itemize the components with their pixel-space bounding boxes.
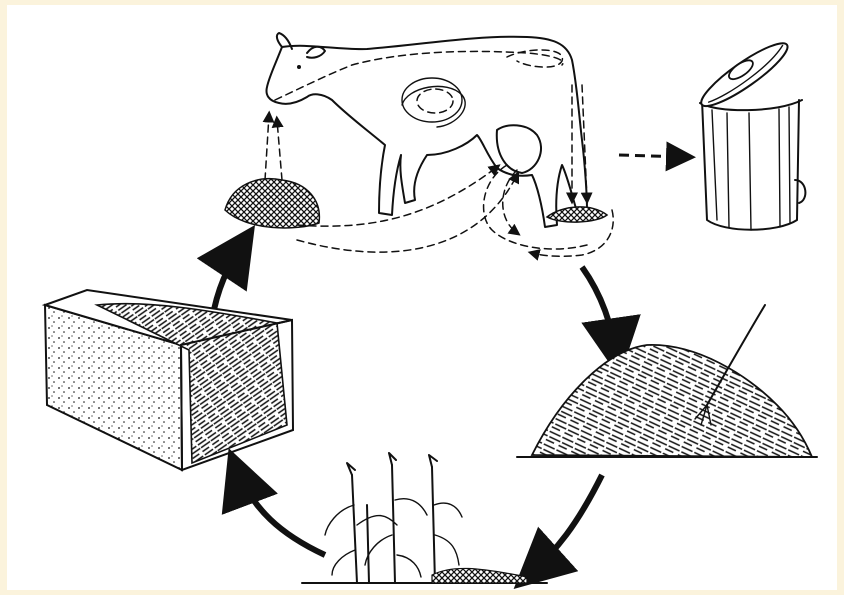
arrow-crop-to-silage [235, 465, 325, 555]
nutrient-cycle-diagram [7, 5, 837, 590]
arrow-silage-to-feed [212, 240, 245, 320]
corn-plant-icon [302, 453, 547, 583]
silage-bunker-icon [45, 290, 293, 470]
feed-pile-icon [225, 179, 319, 228]
diagram-canvas [7, 5, 837, 590]
arrow-cow-to-manure [582, 267, 617, 360]
milk-can-icon [695, 35, 806, 230]
manure-pile-icon [517, 305, 817, 457]
arrow-manure-to-crop [527, 475, 602, 577]
milk-flow-arrow [619, 155, 687, 157]
